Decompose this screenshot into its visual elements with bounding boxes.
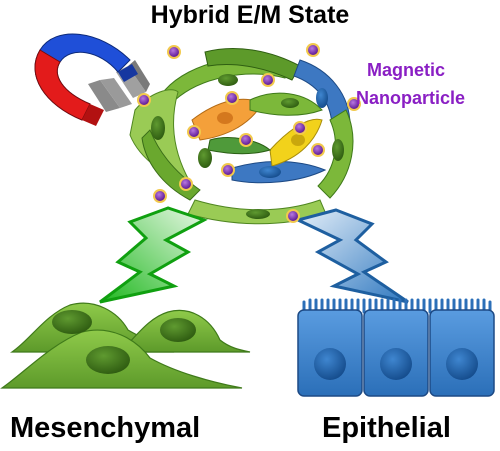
nanoparticle-core — [288, 211, 298, 221]
nanoparticle-core — [295, 123, 305, 133]
epithelial-label: Epithelial — [322, 412, 451, 444]
nanoparticle-core — [169, 47, 179, 57]
nanoparticle-layer — [137, 43, 361, 223]
mesenchymal-label: Mesenchymal — [10, 412, 201, 444]
mesenchymal-cells — [0, 302, 251, 389]
nanoparticle-core — [189, 127, 199, 137]
nanoparticle-core — [263, 75, 273, 85]
nanoparticle-core — [313, 145, 323, 155]
zigzag-arrow-to-mesenchymal — [99, 206, 208, 304]
nanoparticle-label-line2: Nanoparticle — [356, 88, 466, 108]
nanoparticle-core — [181, 179, 191, 189]
nanoparticle-core — [227, 93, 237, 103]
nanoparticle-label-line1: Magnetic — [367, 60, 446, 80]
nanoparticle-core — [155, 191, 165, 201]
nanoparticle-core — [223, 165, 233, 175]
zigzag-arrow-to-epithelial — [293, 208, 409, 304]
nanoparticle-core — [139, 95, 149, 105]
diagram-title: Hybrid E/M State — [150, 1, 350, 29]
horseshoe-magnet-icon — [34, 33, 150, 126]
nanoparticle-core — [308, 45, 318, 55]
nanoparticle-core — [349, 99, 359, 109]
epithelial-cells — [297, 298, 495, 397]
nanoparticle-core — [241, 135, 251, 145]
